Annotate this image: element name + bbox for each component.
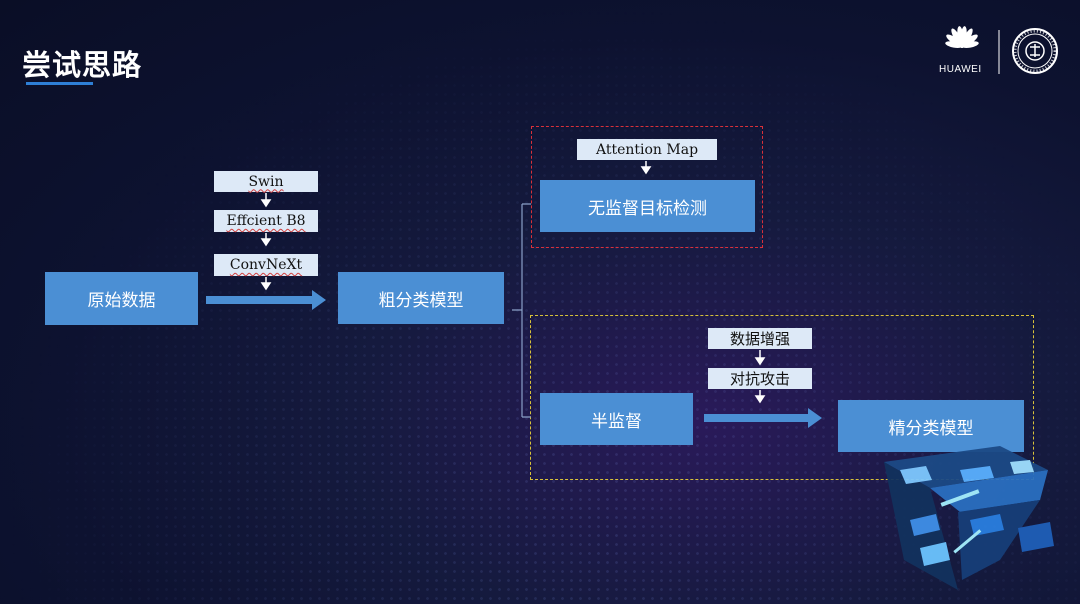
- backbone-tag-swin: Swin: [214, 171, 318, 192]
- augmentation-tag: 数据增强: [708, 328, 812, 349]
- huawei-logo-icon: [945, 26, 979, 48]
- arrow-augment-down: [754, 350, 766, 366]
- arrow-swin-down: [260, 193, 272, 208]
- arrow-effnet-down: [260, 233, 272, 247]
- coarse-model-box: 粗分类模型: [338, 272, 504, 324]
- arrow-attention-down: [640, 161, 652, 175]
- fine-model-box: 精分类模型: [838, 400, 1024, 452]
- arrow-convnext-down: [260, 277, 272, 291]
- branch-bracket: [512, 203, 531, 418]
- attention-map-tag: Attention Map: [577, 139, 717, 160]
- huawei-logo-text: HUAWEI: [939, 64, 982, 75]
- page-title: 尝试思路: [22, 48, 143, 82]
- title-underline: [26, 82, 93, 85]
- adversarial-tag: 对抗攻击: [708, 368, 812, 389]
- arrow-source-to-coarse: [206, 290, 326, 310]
- semi-supervised-group-frame: [530, 315, 1034, 480]
- backbone-tag-convnext: ConvNeXt: [214, 254, 318, 276]
- source-data-box: 原始数据: [45, 272, 198, 325]
- university-seal-icon: [1012, 28, 1058, 74]
- unsupervised-detection-box: 无监督目标检测: [540, 180, 755, 232]
- unsupervised-group-frame: [531, 126, 763, 248]
- backbone-tag-effnet: Effcient B8: [214, 210, 318, 232]
- semi-supervised-box: 半监督: [540, 393, 693, 445]
- arrow-semi-to-fine: [704, 408, 822, 428]
- arrow-adversarial-down: [754, 390, 766, 404]
